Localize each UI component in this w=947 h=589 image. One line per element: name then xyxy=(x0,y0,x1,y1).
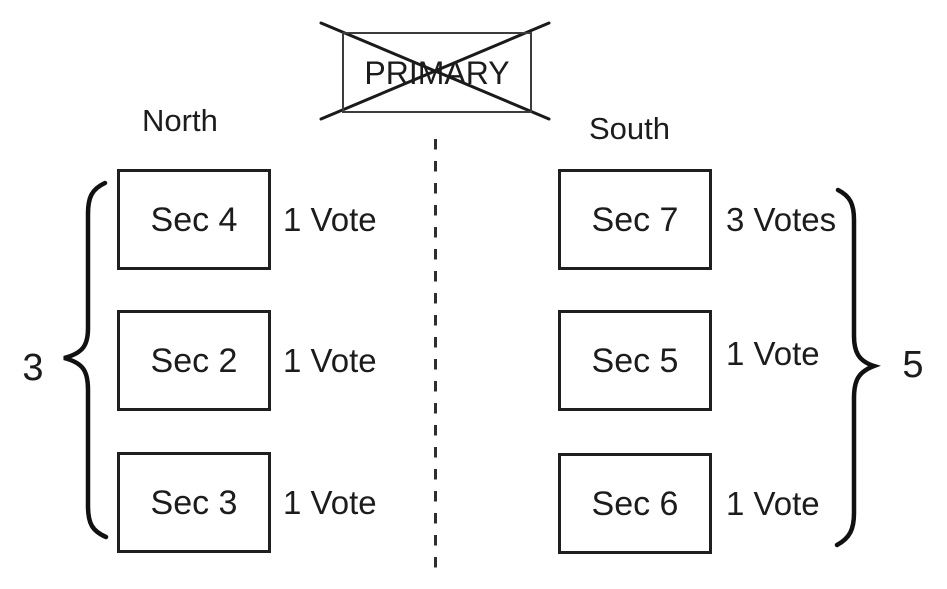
node-sec-4-votes: 1 Vote xyxy=(283,201,377,238)
south-datacenter-label: South xyxy=(589,111,671,146)
node-sec-6-label: Sec 6 xyxy=(591,484,679,523)
node-sec-3: Sec 3 xyxy=(117,452,271,553)
north-datacenter-label: North xyxy=(142,103,218,138)
node-sec-6: Sec 6 xyxy=(558,453,712,554)
south-total-votes: 5 xyxy=(902,344,924,386)
north-group-brace xyxy=(63,180,109,540)
node-sec-5-label: Sec 5 xyxy=(591,341,679,380)
primary-node: PRIMARY xyxy=(342,32,532,113)
node-sec-2-label: Sec 2 xyxy=(150,341,238,380)
primary-node-label: PRIMARY xyxy=(364,54,510,91)
node-sec-4-label: Sec 4 xyxy=(150,200,238,239)
node-sec-6-votes: 1 Vote xyxy=(726,485,820,522)
node-sec-4: Sec 4 xyxy=(117,169,271,270)
node-sec-7-votes: 3 Votes xyxy=(726,201,837,238)
south-group-brace xyxy=(834,187,881,548)
node-sec-5: Sec 5 xyxy=(558,310,712,411)
node-sec-3-votes: 1 Vote xyxy=(283,484,377,521)
node-sec-5-votes: 1 Vote xyxy=(726,335,820,372)
node-sec-3-label: Sec 3 xyxy=(150,483,238,522)
node-sec-7-label: Sec 7 xyxy=(591,200,679,239)
north-total-votes: 3 xyxy=(22,347,44,389)
node-sec-2: Sec 2 xyxy=(117,310,271,411)
node-sec-7: Sec 7 xyxy=(558,169,712,270)
node-sec-2-votes: 1 Vote xyxy=(283,342,377,379)
